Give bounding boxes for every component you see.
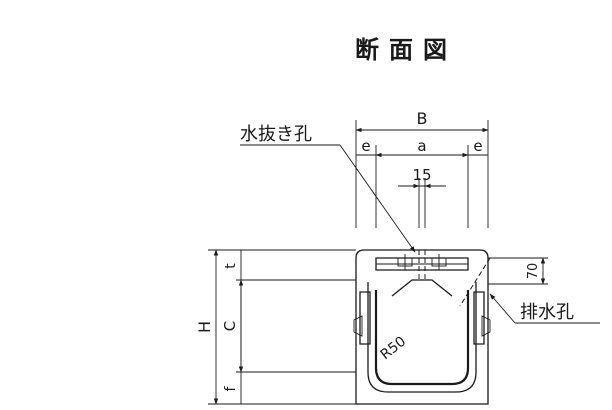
radius-label-R50: R50: [378, 334, 410, 364]
bolt-right: [431, 254, 447, 270]
dim-label-a: a: [417, 137, 426, 155]
bolt-left: [397, 254, 413, 270]
dim-label-H: H: [195, 321, 214, 333]
drain-hole-label: 排水孔: [520, 302, 574, 323]
callout-drain-hole: 排水孔: [489, 293, 600, 324]
dim-label-15: 15: [412, 166, 431, 184]
weep-hole-label: 水抜き孔: [240, 124, 312, 145]
top-dimensions: B e a e 15: [355, 109, 489, 228]
dim-label-C: C: [221, 321, 239, 331]
callout-weep-hole: 水抜き孔: [240, 124, 416, 253]
left-dimensions: H C t f: [195, 249, 356, 405]
dim-label-e-right: e: [473, 137, 482, 155]
dim-label-B: B: [417, 109, 428, 128]
dim-label-t: t: [223, 263, 239, 269]
dim-label-e-left: e: [361, 137, 370, 155]
channel-body: R50: [353, 249, 491, 405]
drawing-title: 断面図: [355, 36, 457, 64]
dim-label-f: f: [223, 385, 239, 391]
dim-label-70: 70: [526, 263, 541, 280]
right-dimension-70: 70: [488, 257, 548, 285]
